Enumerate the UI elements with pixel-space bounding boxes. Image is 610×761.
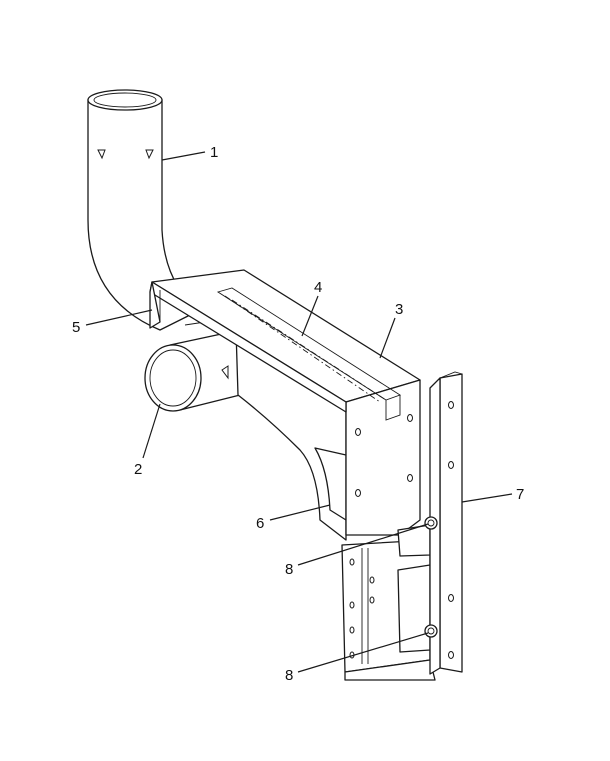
top-slot bbox=[216, 287, 402, 421]
leader-1 bbox=[161, 151, 206, 161]
callout-labels: 1 2 3 4 5 6 7 8 8 bbox=[72, 144, 524, 684]
leader-6 bbox=[269, 504, 331, 521]
leader-5 bbox=[85, 309, 153, 326]
bolts bbox=[424, 516, 438, 638]
callout-2: 2 bbox=[134, 461, 142, 478]
callout-3: 3 bbox=[395, 301, 403, 318]
leader-8b bbox=[297, 632, 429, 673]
leader-3 bbox=[379, 317, 396, 359]
callout-7: 7 bbox=[516, 486, 524, 503]
vertical-rail bbox=[429, 371, 463, 675]
leader-7 bbox=[461, 493, 513, 503]
callout-4: 4 bbox=[314, 279, 322, 296]
leader-2 bbox=[142, 403, 161, 459]
callout-8-lower: 8 bbox=[285, 667, 293, 684]
leader-lines bbox=[85, 151, 513, 673]
leader-8a bbox=[297, 523, 429, 566]
plate-holes bbox=[355, 414, 413, 497]
leader-4 bbox=[301, 295, 319, 337]
callout-6: 6 bbox=[256, 515, 264, 532]
bent-pipe bbox=[87, 89, 201, 331]
lower-bracket bbox=[341, 524, 436, 681]
callout-8-upper: 8 bbox=[285, 561, 293, 578]
callout-1: 1 bbox=[210, 144, 218, 161]
callout-5: 5 bbox=[72, 319, 80, 336]
